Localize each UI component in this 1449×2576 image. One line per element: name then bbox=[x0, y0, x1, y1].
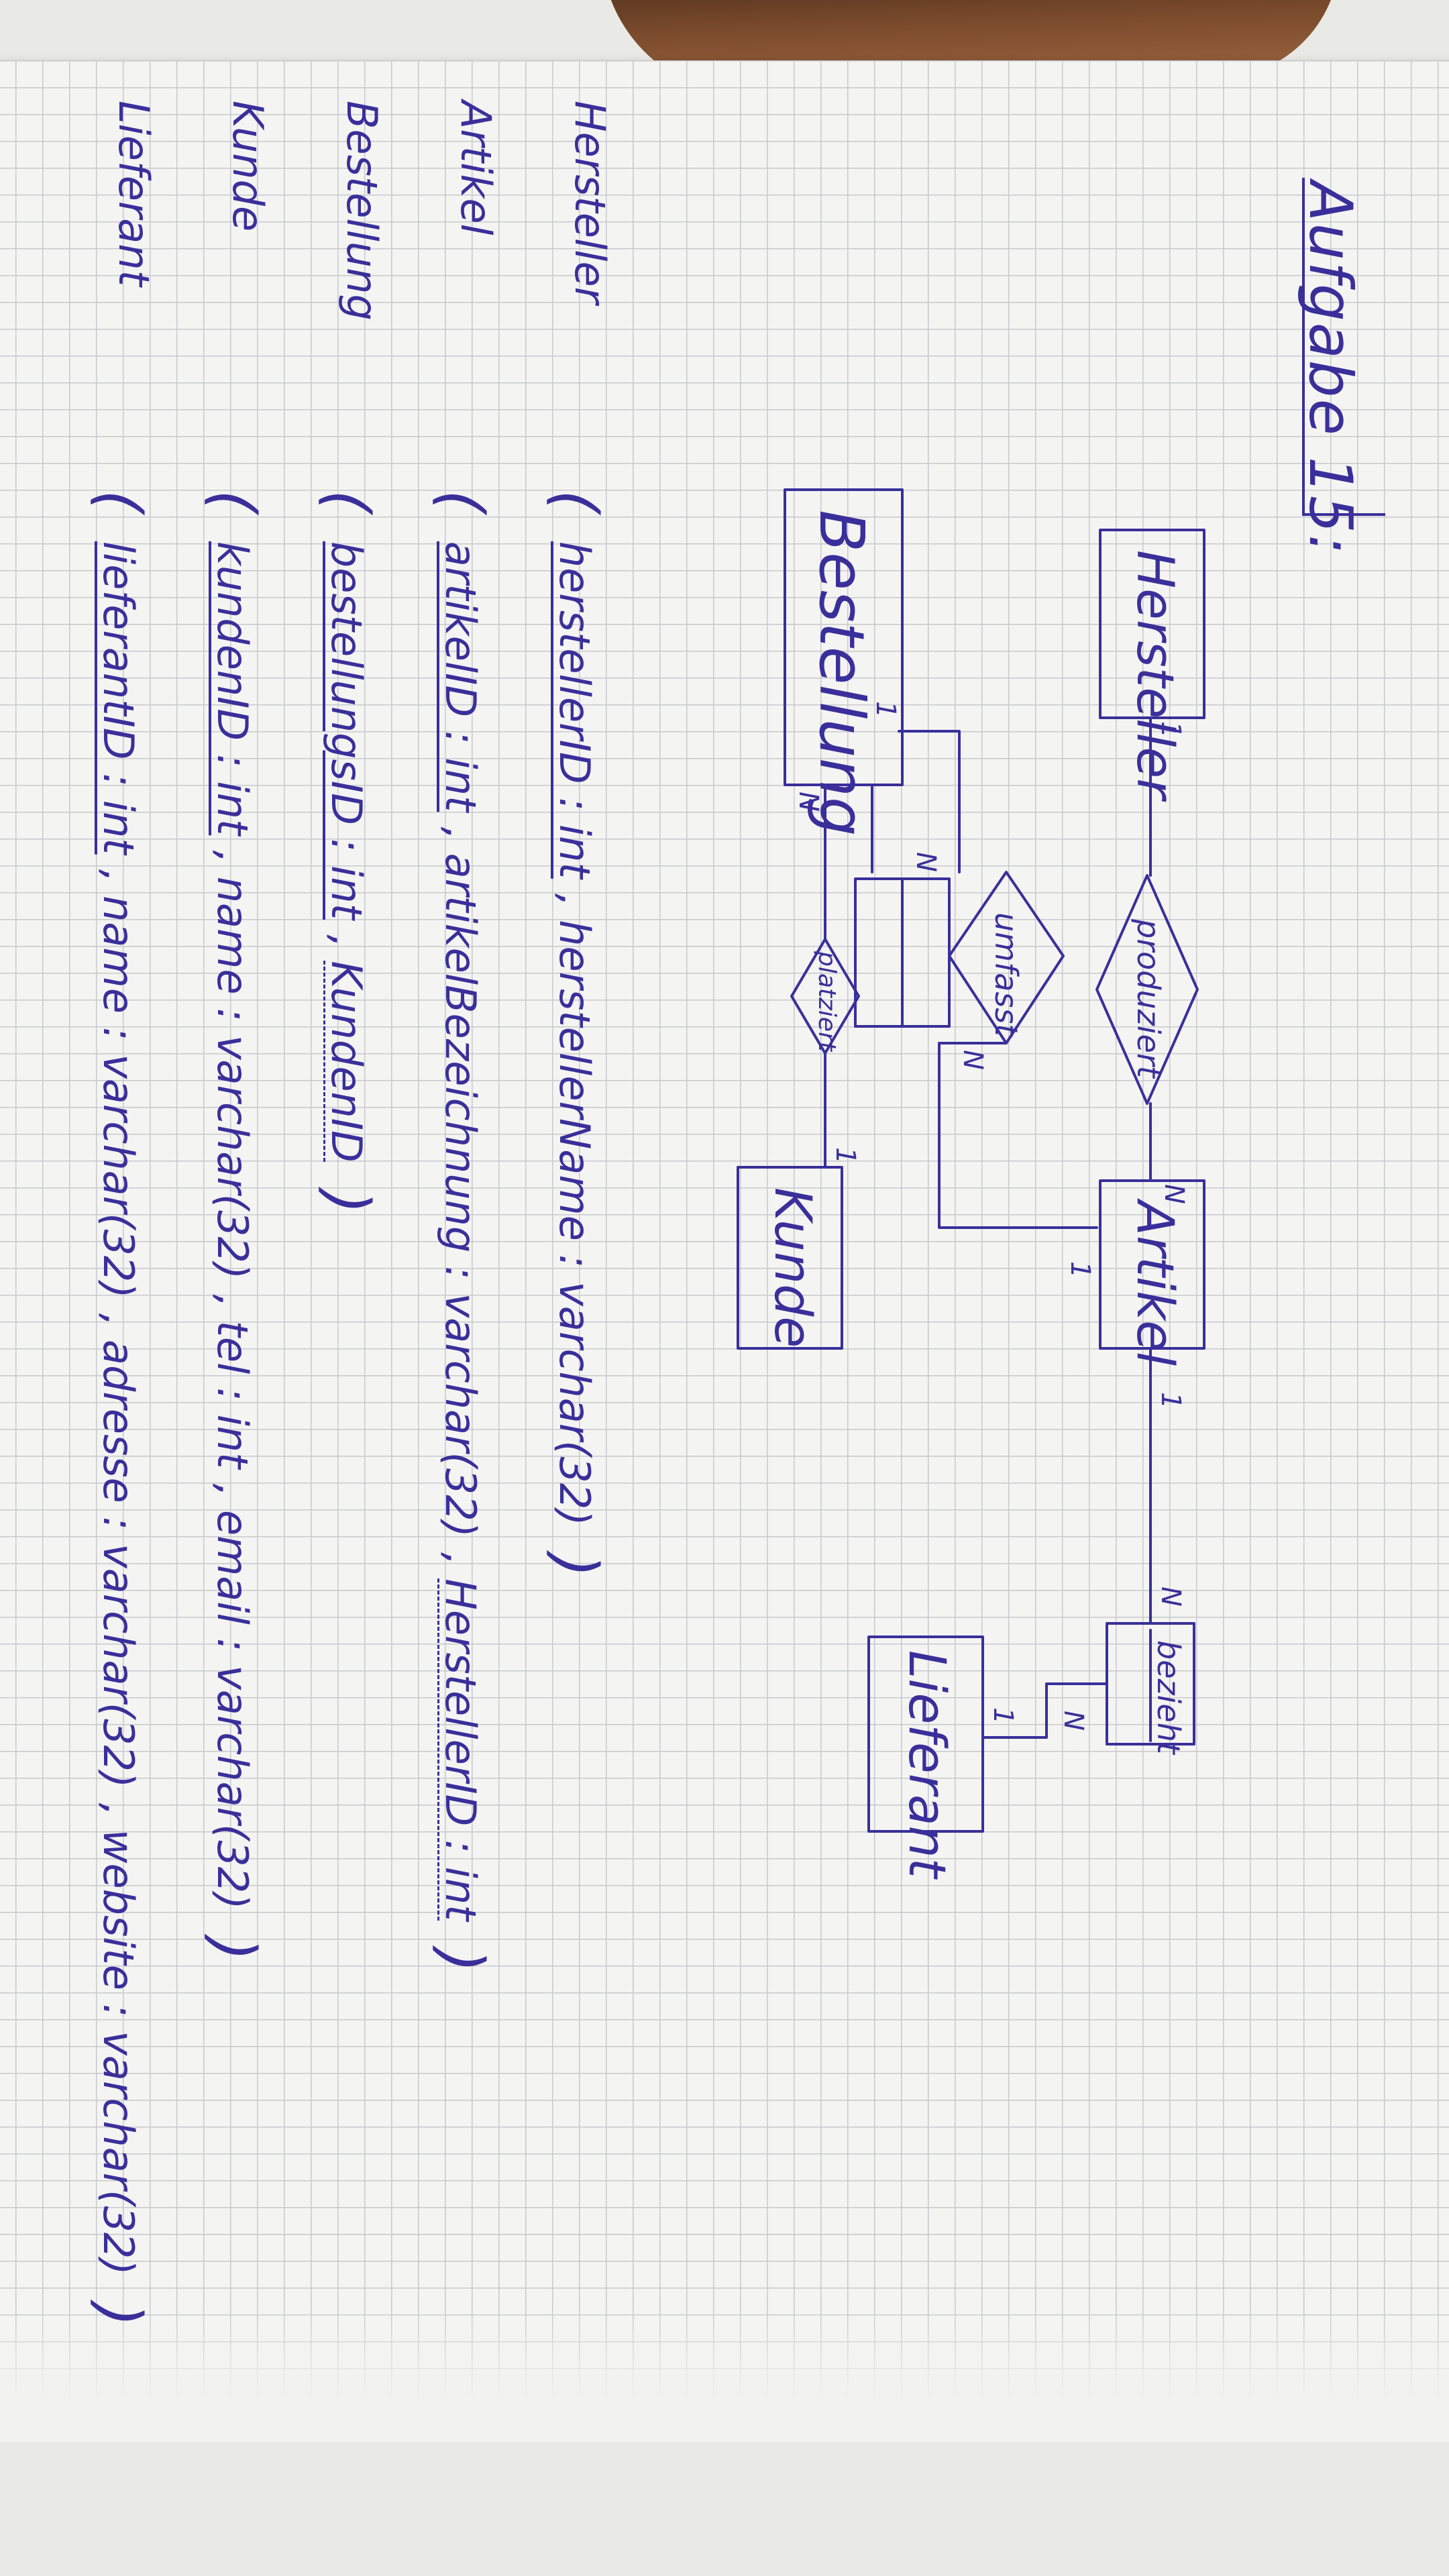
cardinality-bestellung-top: 1 bbox=[870, 701, 901, 718]
schema-attribute: email : varchar(32) bbox=[208, 1509, 257, 1910]
schema-attributes: ( artikelID : int, artikelBezeichnung : … bbox=[426, 490, 496, 1973]
paper-shadow bbox=[0, 2308, 1449, 2442]
cardinality-bezieht-lieferant-side: N bbox=[1058, 1711, 1089, 1731]
schema-attribute-pk: herstellerID : int bbox=[550, 541, 599, 879]
relationship-label-platziert: platziert bbox=[813, 951, 841, 1051]
line-bezieht-lieferant bbox=[981, 1682, 1108, 1739]
schema-attribute-fk: KundenID bbox=[322, 961, 371, 1163]
entity-label-artikel: Artikel bbox=[1126, 1201, 1185, 1366]
schema-attributes: ( kundenID : int, name : varchar(32), te… bbox=[198, 490, 268, 1962]
schema-table-name: Lieferant bbox=[109, 101, 158, 286]
cardinality-hersteller-produziert: 1 bbox=[1155, 721, 1186, 739]
line-bestellung-umfasst bbox=[898, 730, 961, 873]
schema-table-name: Artikel bbox=[451, 101, 500, 235]
relationship-label-umfasst: umfasst bbox=[988, 912, 1024, 1036]
schema-attribute: herstellerName : varchar(32) bbox=[550, 920, 599, 1526]
schema-attribute: tel : int bbox=[208, 1320, 257, 1469]
entity-box-artikel bbox=[1099, 1179, 1205, 1350]
schema-attribute: adresse : varchar(32) bbox=[94, 1339, 143, 1788]
line-bestellung-umfasst-top bbox=[784, 784, 873, 873]
cardinality-platziert-kunde: 1 bbox=[830, 1147, 861, 1165]
relationship-label-produziert: produziert bbox=[1130, 919, 1167, 1078]
handwritten-page: Aufgabe 15: bbox=[84, 101, 1385, 2327]
cardinality-bestellung-umfasst: N bbox=[910, 852, 941, 872]
schema-attribute: name : varchar(32) bbox=[94, 896, 143, 1299]
cardinality-lieferant-bezieht: 1 bbox=[987, 1707, 1018, 1725]
entity-label-lieferant: Lieferant bbox=[898, 1650, 957, 1878]
er-diagram bbox=[737, 488, 1205, 1833]
entity-box-hersteller bbox=[1099, 529, 1205, 719]
schema-attribute-pk: bestellungsID : int bbox=[322, 541, 371, 920]
schema-attribute-pk: artikelID : int bbox=[436, 541, 485, 812]
schema-attribute: artikelBezeichnung : varchar(32) bbox=[436, 853, 485, 1538]
cardinality-bezieht-artikel-side: N bbox=[1155, 1587, 1186, 1607]
schema-attributes: ( lieferantID : int, name : varchar(32),… bbox=[84, 490, 154, 2327]
schema-attribute: name : varchar(32) bbox=[208, 876, 257, 1280]
cardinality-produziert-artikel: N bbox=[1159, 1184, 1189, 1204]
cardinality-artikel-top: 1 bbox=[1065, 1261, 1095, 1279]
cardinality-umfasst-artikel: N bbox=[957, 1050, 988, 1070]
schema-table-name: Kunde bbox=[223, 101, 272, 232]
schema-attributes: ( bestellungsID : int, KundenID ) bbox=[312, 490, 382, 1214]
schema-attributes: ( herstellerID : int, herstellerName : v… bbox=[540, 490, 610, 1578]
grid-paper-sheet bbox=[0, 60, 1449, 2422]
schema-attribute: website : varchar(32) bbox=[94, 1829, 143, 2275]
schema-table-name: Bestellung bbox=[337, 101, 386, 321]
schema-attribute-pk: kundenID : int bbox=[208, 541, 257, 836]
diamond-produziert bbox=[1095, 874, 1199, 1105]
cardinality-artikel-bezieht: 1 bbox=[1155, 1392, 1186, 1409]
schema-table-name: Hersteller bbox=[566, 101, 614, 305]
line-umfasst-artikel bbox=[938, 1042, 1098, 1229]
entity-label-bestellung: Bestellung bbox=[806, 510, 877, 837]
relationship-label-bezieht: bezieht bbox=[1150, 1640, 1187, 1754]
schema-attribute-fk: HerstellerID : int bbox=[436, 1578, 485, 1921]
cardinality-bestellung-platziert: N bbox=[793, 792, 824, 812]
entity-box-lieferant bbox=[867, 1635, 984, 1833]
entity-label-hersteller: Hersteller bbox=[1126, 550, 1185, 800]
entity-box-kunde bbox=[737, 1166, 843, 1350]
schema-attribute-pk: lieferantID : int bbox=[94, 541, 143, 855]
entity-label-kunde: Kunde bbox=[763, 1187, 823, 1348]
